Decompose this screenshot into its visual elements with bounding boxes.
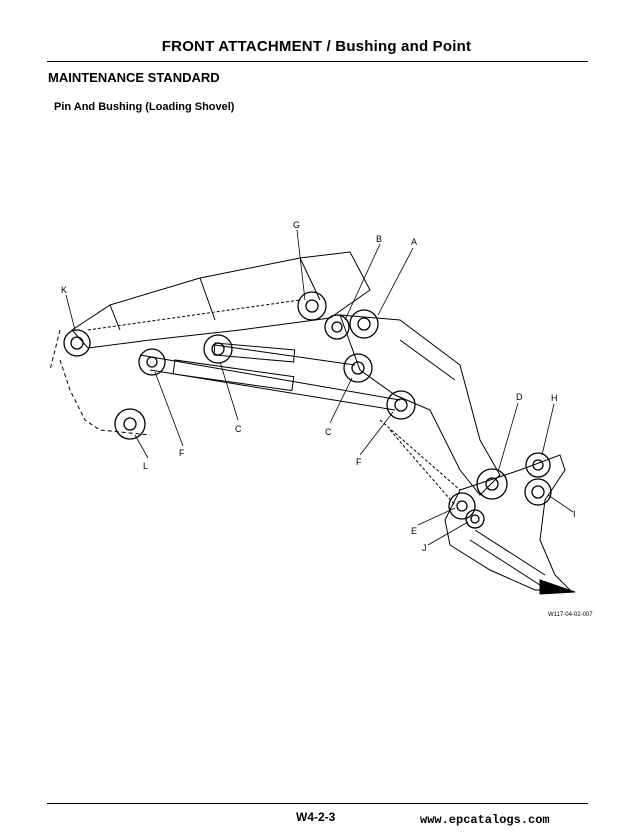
callout-j: J xyxy=(422,543,427,553)
section-heading: MAINTENANCE STANDARD xyxy=(48,70,220,85)
callout-c-1: C xyxy=(235,424,242,434)
watermark: www.epcatalogs.com xyxy=(420,813,550,827)
callout-c-2: C xyxy=(325,427,332,437)
page-number: W4-2-3 xyxy=(296,810,336,824)
callout-e: E xyxy=(411,526,417,536)
callout-i: I xyxy=(573,509,576,519)
figure-code: W117-04-02-007 xyxy=(548,612,593,618)
callout-d: D xyxy=(516,392,523,402)
callout-l: L xyxy=(143,461,148,471)
callout-f-1: F xyxy=(179,448,185,458)
figure-subtitle: Pin And Bushing (Loading Shovel) xyxy=(54,101,235,113)
callout-f-2: F xyxy=(356,457,362,467)
callout-a: A xyxy=(411,237,417,247)
callout-k: K xyxy=(61,285,67,295)
callout-b: B xyxy=(376,234,382,244)
footer-rule xyxy=(47,803,588,804)
header-rule xyxy=(47,61,588,62)
page-title: FRONT ATTACHMENT / Bushing and Point xyxy=(161,38,472,55)
callout-g: G xyxy=(293,220,300,230)
callout-h: H xyxy=(551,393,558,403)
